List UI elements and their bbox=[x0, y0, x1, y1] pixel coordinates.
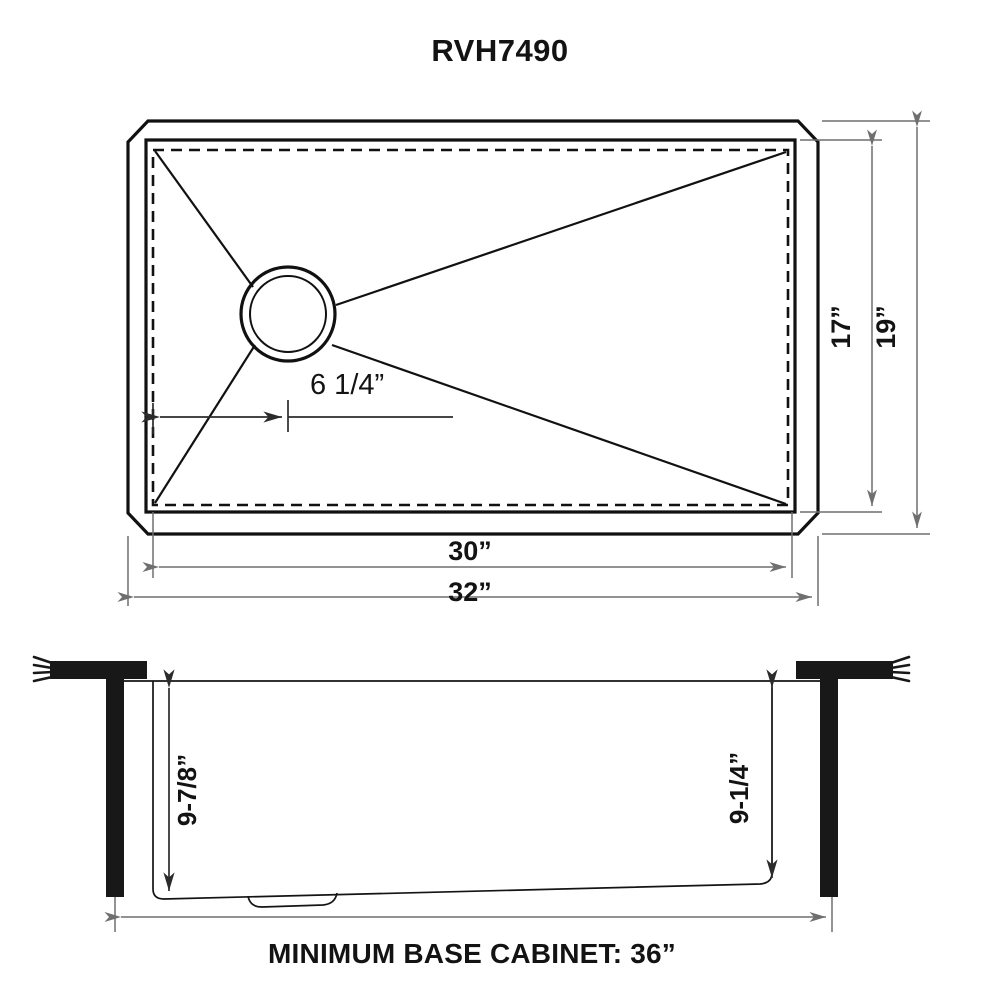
inner-width-label: 30” bbox=[448, 536, 492, 566]
sink-basin-section bbox=[152, 681, 773, 900]
basin-bottom-hidden-outline bbox=[151, 148, 790, 507]
top-view-width-dimensions: 30” 32” bbox=[117, 512, 819, 607]
outer-height-label: 19” bbox=[871, 305, 901, 349]
drain-outer-circle bbox=[239, 265, 337, 363]
page-title: RVH7490 bbox=[431, 33, 568, 68]
sink-outer-rim bbox=[126, 119, 820, 536]
top-view-group: 6 1/4” 17” 19” bbox=[117, 110, 930, 607]
top-view-height-dimensions: 17” 19” bbox=[800, 110, 930, 535]
break-lines-right bbox=[889, 655, 911, 683]
depth-left-dimension: 9-7/8” bbox=[163, 669, 202, 891]
base-cabinet-caption: MINIMUM BASE CABINET: 36” bbox=[268, 938, 676, 969]
outer-width-label: 32” bbox=[448, 577, 492, 607]
sink-inner-rim bbox=[144, 138, 797, 514]
drain-offset-label: 6 1/4” bbox=[310, 369, 384, 401]
section-view-group: 9-7/8” 9-1/4” MINIMUM BASE CABINET: 36” bbox=[32, 655, 911, 969]
depth-right-label: 9-1/4” bbox=[724, 752, 754, 824]
depth-right-dimension: 9-1/4” bbox=[724, 669, 778, 878]
depth-left-label: 9-7/8” bbox=[172, 754, 202, 826]
cabinet-wall-right bbox=[796, 655, 911, 897]
drain-offset-dimension: 6 1/4” bbox=[141, 369, 453, 434]
base-cabinet-dimension bbox=[104, 897, 833, 932]
inner-height-label: 17” bbox=[826, 305, 856, 349]
drain-bump-section bbox=[247, 892, 338, 908]
break-lines-left bbox=[32, 655, 54, 683]
basin-slope-lines bbox=[154, 150, 787, 506]
drain-inner-circle bbox=[249, 275, 327, 353]
cabinet-wall-left bbox=[32, 655, 147, 897]
